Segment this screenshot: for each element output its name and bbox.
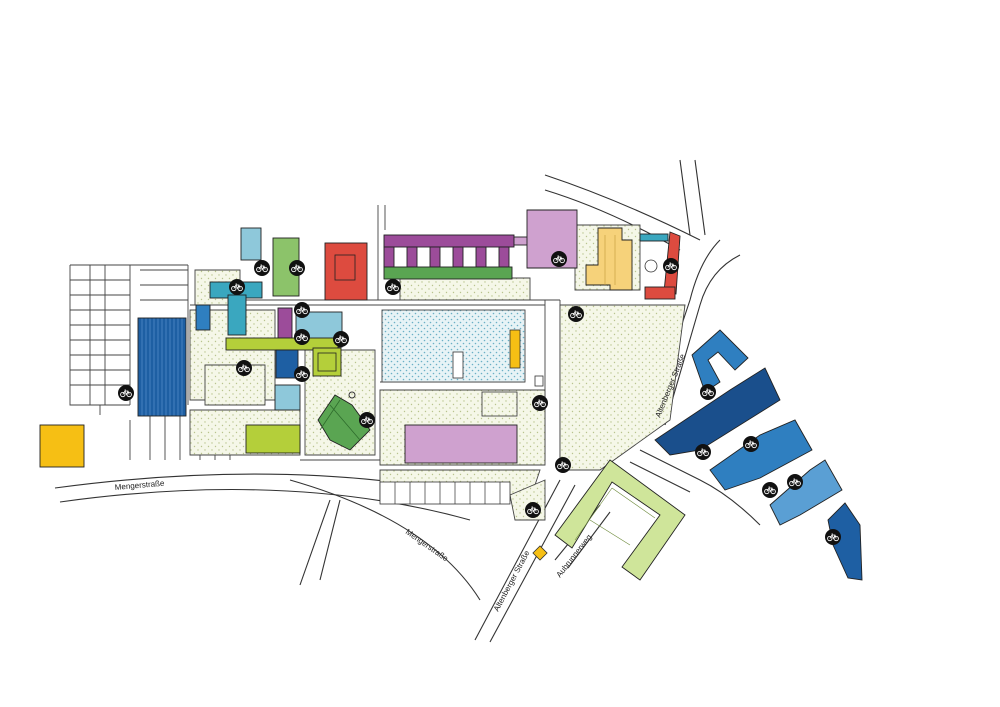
plaza-kiosk xyxy=(534,375,544,387)
yellow-building xyxy=(39,424,85,468)
bike-parking-icon[interactable] xyxy=(786,473,804,491)
light-green-u-building xyxy=(554,459,686,581)
street-label-mengerstrasse-south: Mengerstraße xyxy=(404,527,450,563)
bike-parking-icon[interactable] xyxy=(228,278,246,296)
lilac-lecture-hall xyxy=(404,424,518,464)
orange-marker xyxy=(532,545,548,561)
bike-parking-icon[interactable] xyxy=(662,257,680,275)
plaza-pavilion xyxy=(452,351,464,379)
bike-parking-icon[interactable] xyxy=(694,443,712,461)
bike-parking-icon[interactable] xyxy=(293,328,311,346)
bike-parking-icon[interactable] xyxy=(235,359,253,377)
bike-parking-icon[interactable] xyxy=(384,278,402,296)
bike-parking-icon[interactable] xyxy=(531,394,549,412)
east-blue-buildings xyxy=(654,329,863,581)
south-garages xyxy=(379,481,511,505)
bike-parking-icon[interactable] xyxy=(293,301,311,319)
green-cluster-building xyxy=(317,391,371,451)
bike-parking-icon[interactable] xyxy=(554,456,572,474)
lime-building-west xyxy=(245,424,301,454)
bike-parking-icon[interactable] xyxy=(288,259,306,277)
bike-parking-icon[interactable] xyxy=(293,365,311,383)
bike-parking-icon[interactable] xyxy=(117,384,135,402)
bike-parking-icon[interactable] xyxy=(761,481,779,499)
bike-parking-icon[interactable] xyxy=(332,330,350,348)
bike-parking-icon[interactable] xyxy=(567,305,585,323)
street-label-mengerstrasse-west: Mengerstraße xyxy=(114,479,165,492)
bike-parking-icon[interactable] xyxy=(358,411,376,429)
bike-parking-icon[interactable] xyxy=(253,259,271,277)
north-bar-buildings xyxy=(383,209,578,280)
sand-building xyxy=(585,227,681,300)
bike-parking-icon[interactable] xyxy=(742,435,760,453)
plaza-yellow-bench xyxy=(509,329,521,369)
street-label-altenberger-south: Altenberger Straße xyxy=(492,549,532,613)
bike-parking-icon[interactable] xyxy=(524,501,542,519)
bike-parking-icon[interactable] xyxy=(699,383,717,401)
small-courtyard xyxy=(481,391,518,417)
bike-parking-icon[interactable] xyxy=(550,250,568,268)
parking-deck xyxy=(137,317,187,417)
bike-parking-icon[interactable] xyxy=(824,528,842,546)
